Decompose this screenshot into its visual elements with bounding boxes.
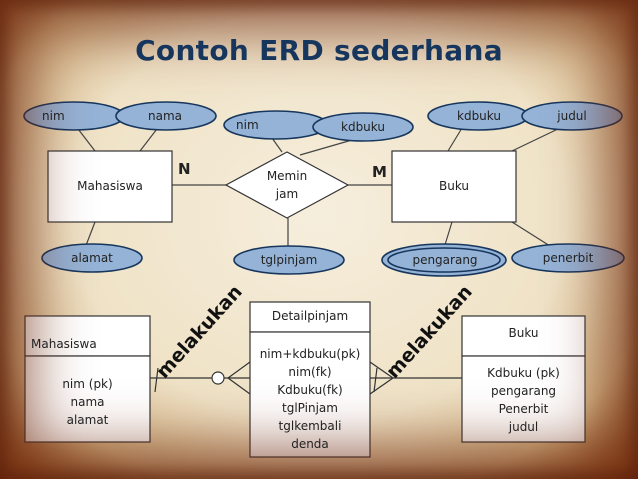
attr-ellipse-buku-judul <box>521 101 623 131</box>
table-title-detailpinjam: Detailpinjam <box>271 309 349 323</box>
field-detail-1: nim(fk) <box>288 365 332 379</box>
entity-label-buku: Buku <box>438 179 470 193</box>
line-buku-penerbit <box>511 221 551 247</box>
table-title-mahasiswa: Mahasiswa <box>31 337 97 351</box>
table-box-mahasiswa-body <box>24 355 151 443</box>
field-detail-0: nim+kdbuku(pk) <box>259 347 361 361</box>
field-buku-3: judul <box>508 420 539 434</box>
cardinality-bar-right <box>373 367 378 393</box>
field-mahasiswa-2: alamat <box>66 413 109 427</box>
slide-title: Contoh ERD sederhana <box>135 34 503 67</box>
crowfoot-right-bottom <box>369 377 394 395</box>
attr-label-buku-penerbit: penerbit <box>542 251 594 265</box>
attr-label-mhs-alamat: alamat <box>71 251 113 265</box>
cardinality-m: M <box>372 163 387 181</box>
crowfoot-right-top <box>369 361 394 379</box>
table-title-buku: Buku <box>508 326 539 340</box>
entity-box-mahasiswa <box>47 150 173 223</box>
attr-ellipse-mhs-alamat <box>41 243 143 273</box>
attr-ellipse-buku-penerbit <box>511 243 625 273</box>
cardinality-n: N <box>178 160 191 178</box>
entity-box-buku <box>391 150 517 223</box>
attr-label-rel-kdbuku: kdbuku <box>341 120 385 134</box>
table-box-detail-header <box>249 301 371 333</box>
table-box-buku-body <box>461 355 586 443</box>
attr-label-buku-kdbuku: kdbuku <box>457 109 501 123</box>
attr-ellipse-rel-kdbuku <box>312 112 414 142</box>
line-buku-judul <box>511 127 561 152</box>
field-detail-5: denda <box>291 437 329 451</box>
relationship-label-line1: Memin <box>266 169 308 183</box>
field-detail-4: tglkembali <box>278 419 342 433</box>
cardinality-bar-left <box>154 367 159 393</box>
table-box-buku-header <box>461 315 586 357</box>
attr-label-mhs-nama: nama <box>147 109 182 123</box>
attr-label-buku-pengarang: pengarang <box>412 253 478 267</box>
field-buku-1: pengarang <box>490 384 557 398</box>
field-mahasiswa-1: nama <box>70 395 105 409</box>
attr-ellipse-rel-tgl <box>233 245 345 275</box>
line-buku-kdbuku <box>447 127 463 152</box>
table-box-mahasiswa-header <box>24 315 151 357</box>
attr-ellipse-mhs-nama <box>115 101 217 131</box>
field-mahasiswa-0: nim (pk) <box>62 377 113 391</box>
attr-label-buku-judul: judul <box>557 109 587 123</box>
attr-ellipse-buku-pengarang-inner <box>387 247 501 273</box>
line-rel-kdbuku <box>299 139 353 156</box>
crowfoot-left-bottom <box>227 377 251 395</box>
attr-label-rel-nim: nim <box>236 118 259 132</box>
field-buku-2: Penerbit <box>498 402 549 416</box>
field-detail-3: tglPinjam <box>282 401 338 415</box>
field-buku-0: Kdbuku (pk) <box>487 366 560 380</box>
entity-label-mahasiswa: Mahasiswa <box>77 179 143 193</box>
field-detail-2: Kdbuku(fk) <box>277 383 343 397</box>
relationship-label-line2: jam <box>275 187 299 201</box>
cardinality-circle-left <box>211 371 225 385</box>
attr-label-mhs-nim: nim <box>42 109 65 123</box>
table-box-detail-body <box>249 331 371 458</box>
line-rel-nim <box>271 137 283 153</box>
attr-label-rel-tglpinjam: tglpinjam <box>260 253 318 267</box>
relationship-diamond-meminjam <box>224 151 350 219</box>
crowfoot-left-top <box>227 361 251 379</box>
